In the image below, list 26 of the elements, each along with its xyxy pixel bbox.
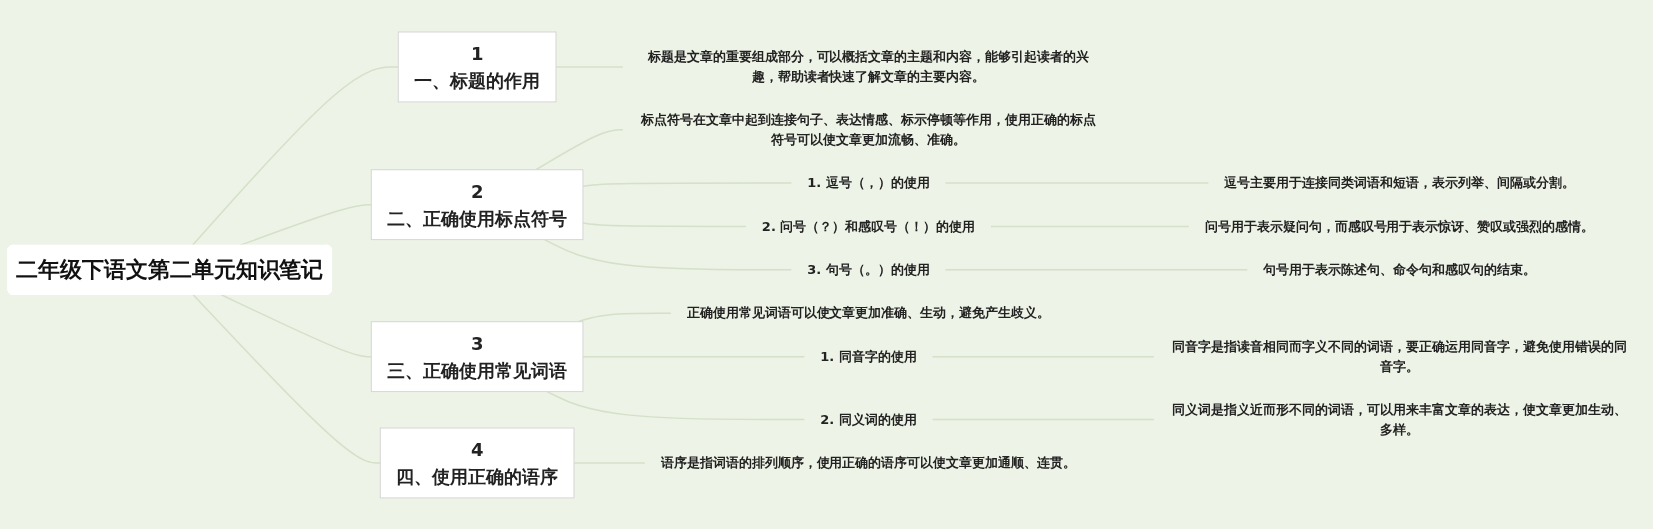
node-text: 2. 同义词的使用 <box>820 411 917 427</box>
connector <box>582 221 747 227</box>
node-text: 句号用于表示陈述句、命令句和感叹句的结束。 <box>1263 261 1536 277</box>
node-text: 同义词是指义近而形不同的词语，可以用来丰富文章的表达，使文章更加生动、多样。 <box>1172 401 1627 437</box>
node-text: 语序是指词语的排列顺序，使用正确的语序可以使文章更加通顺、连贯。 <box>660 454 1077 470</box>
connector <box>546 390 806 420</box>
node-text: 标题是文章的重要组成部分，可以概括文章的主题和内容，能够引起读者的兴趣，帮助读者快速了解文章的主要内容。 <box>647 49 1090 84</box>
connector <box>220 293 373 357</box>
node-box: 3 三、正确使用常见词语 <box>370 320 584 392</box>
connector <box>582 181 793 187</box>
connector <box>192 293 382 464</box>
connector <box>535 128 624 171</box>
node-text: 逗号主要用于连接同类词语和短语，表示列举、间隔或分割。 <box>1224 174 1575 190</box>
node-text: 1. 同音字的使用 <box>820 348 917 364</box>
node-text: 同音字是指读音相同而字义不同的词语，要正确运用同音字，避免使用错误的同音字。 <box>1172 338 1627 374</box>
node-text: 标点符号在文章中起到连接句子、表达情感、标示停顿等作用，使用正确的标点符号可以使文章更加流畅、准确。 <box>641 111 1096 147</box>
node-box: 4 四、使用正确的语序 <box>379 427 575 498</box>
node-text: 正确使用常见词语可以使文章更加准确、生动，避免产生歧义。 <box>686 305 1051 321</box>
connector <box>543 238 793 271</box>
node-text: 1. 逗号（，）的使用 <box>807 174 930 190</box>
node-box: 1 一、标题的作用 <box>397 31 557 102</box>
connector <box>577 312 672 322</box>
node-text: 2. 问号（？）和感叹号（！）的使用 <box>761 218 975 234</box>
node-text: 问号用于表示疑问句，而感叹号用于表示惊讶、赞叹或强烈的感情。 <box>1204 218 1595 234</box>
node-box: 2 二、正确使用标点符号 <box>370 168 584 240</box>
node-text: 3. 句号（。）的使用 <box>807 261 930 277</box>
